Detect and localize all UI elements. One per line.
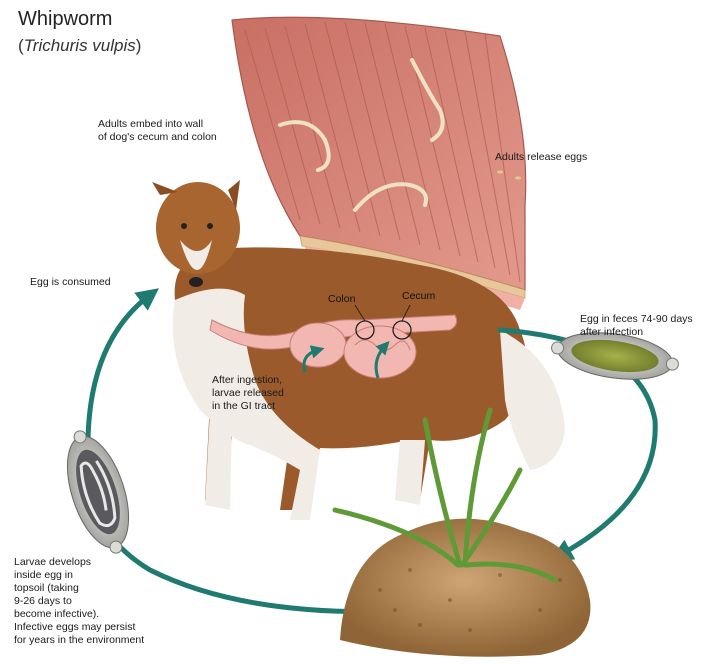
infective-egg	[53, 423, 142, 561]
label-larvae-develops: Larvae develops inside egg in topsoil (t…	[14, 556, 144, 647]
label-colon: Colon	[328, 293, 355, 305]
cycle-arrow-left	[88, 295, 150, 440]
label-adults-embed: Adults embed into wall of dog's cecum an…	[98, 118, 217, 144]
diagram-title: Whipworm	[18, 8, 112, 31]
label-cecum: Cecum	[402, 290, 435, 302]
label-egg-consumed: Egg is consumed	[30, 276, 111, 289]
label-adults-release: Adults release eggs	[495, 151, 587, 164]
label-egg-in-feces: Egg in feces 74-90 days after infection	[580, 313, 693, 339]
diagram-subtitle: (Trichuris vulpis)	[18, 36, 141, 56]
label-after-ingestion: After ingestion, larvae released in the …	[212, 374, 284, 413]
scientific-name: Trichuris vulpis	[24, 36, 136, 55]
